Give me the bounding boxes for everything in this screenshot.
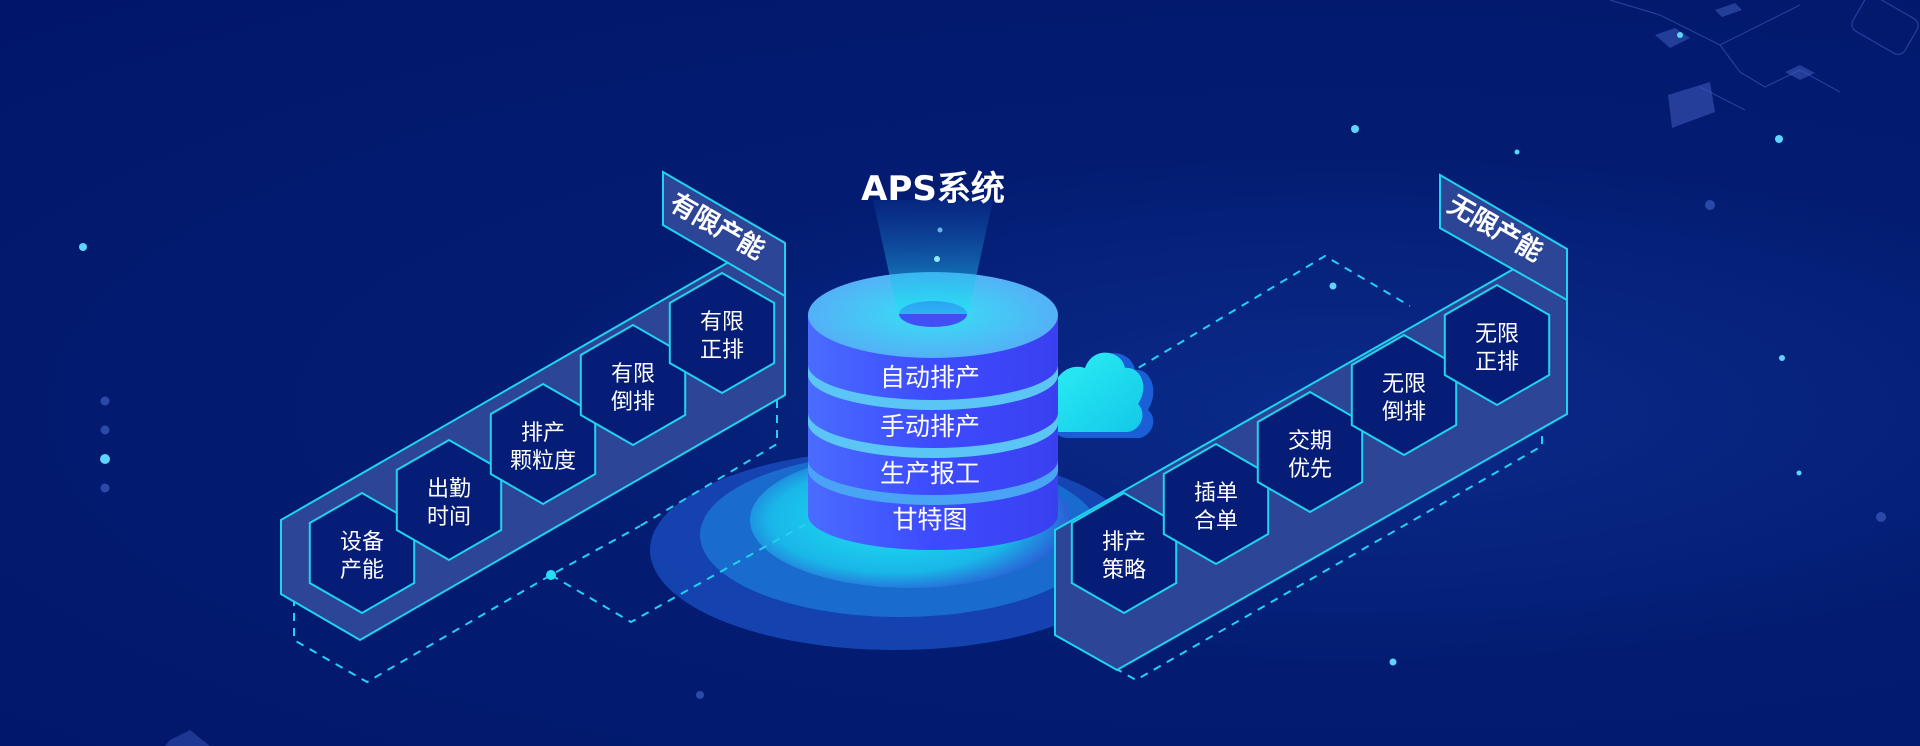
hexagon-label-line2: 倒排 xyxy=(611,390,655,415)
main-title: APS系统 xyxy=(861,169,1005,209)
decorative-diamond xyxy=(1715,3,1742,17)
hexagon-label-line2: 颗粒度 xyxy=(510,449,576,474)
hexagon-label-line1: 无限 xyxy=(1475,322,1519,347)
decorative-dots xyxy=(79,32,1886,699)
hexagon-label-line1: 有限 xyxy=(611,362,655,387)
hexagon-label-line1: 有限 xyxy=(700,310,744,335)
hexagon-label-line1: 排产 xyxy=(521,421,565,446)
hexagon-label-line2: 产能 xyxy=(340,558,384,583)
hexagon-shape xyxy=(668,271,776,395)
hexagon-label-line2: 时间 xyxy=(427,505,471,530)
decorative-diamond xyxy=(1655,28,1690,48)
cylinder-band-gantt-chart: 甘特图 xyxy=(892,505,967,534)
cloud-icon xyxy=(1044,352,1154,439)
hexagon-label-line1: 插单 xyxy=(1194,481,1238,506)
hexagon-shape xyxy=(1443,283,1551,407)
left-panel-title-plate xyxy=(662,170,786,298)
hexagon-label-line1: 设备 xyxy=(340,530,384,555)
hexagon-label-line1: 出勤 xyxy=(427,477,471,502)
hexagon-label-line2: 优先 xyxy=(1288,457,1332,482)
hexagon-label-line1: 交期 xyxy=(1288,429,1332,454)
hexagon-label-line1: 排产 xyxy=(1102,530,1146,555)
cylinder-band-production-report: 生产报工 xyxy=(880,459,980,488)
hexagon-label-line1: 无限 xyxy=(1382,372,1426,397)
right-panel-title-plate xyxy=(1439,173,1568,302)
hexagon-label-line2: 正排 xyxy=(1475,350,1519,375)
hexagon-label-line2: 合单 xyxy=(1194,509,1238,534)
connector-node xyxy=(546,570,556,580)
decorative-diamond xyxy=(1668,82,1715,128)
decorative-network xyxy=(1609,0,1919,111)
hexagon-label-line2: 正排 xyxy=(700,338,744,363)
hexagon-label-line2: 倒排 xyxy=(1382,400,1426,425)
decorative-diamond xyxy=(1785,65,1815,80)
decorative-diamond xyxy=(165,730,210,746)
aps-cylinder: 自动排产 手动排产 生产报工 甘特图 xyxy=(808,200,1058,550)
cylinder-band-auto-scheduling: 自动排产 xyxy=(880,363,980,392)
cylinder-band-manual-scheduling: 手动排产 xyxy=(880,412,980,441)
hexagon-label-line2: 策略 xyxy=(1102,558,1146,583)
